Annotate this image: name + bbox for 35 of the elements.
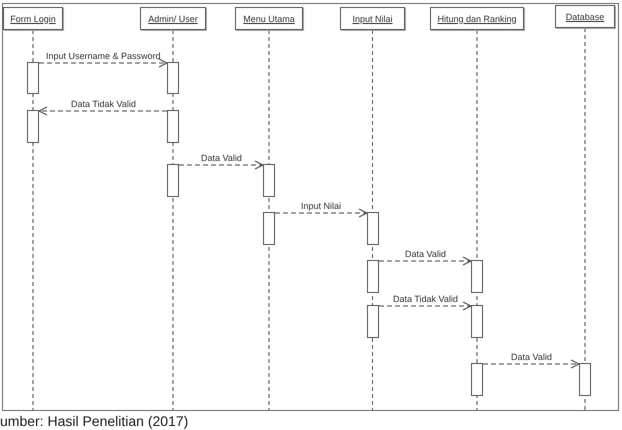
activation-bar bbox=[471, 260, 483, 293]
message-label: Data Valid bbox=[405, 249, 446, 259]
activation-bar bbox=[367, 305, 379, 338]
activation-bar bbox=[167, 164, 179, 197]
activation-bar bbox=[27, 62, 39, 94]
activation-bar bbox=[263, 164, 275, 197]
message-label: Data Tidak Valid bbox=[393, 294, 458, 304]
activation-bar bbox=[579, 363, 591, 396]
message-label: Data Tidak Valid bbox=[71, 99, 136, 109]
participant-box: Input Nilai bbox=[340, 7, 405, 30]
message-arrow bbox=[274, 208, 368, 218]
message-label: Input Username & Password bbox=[46, 51, 161, 61]
participant-box: Database bbox=[555, 5, 615, 28]
participant-box: Menu Utama bbox=[235, 7, 303, 30]
participant-box: Form Login bbox=[3, 7, 63, 30]
message-arrow bbox=[482, 359, 580, 369]
activation-bar bbox=[27, 110, 39, 143]
message-arrow bbox=[378, 301, 472, 311]
message-arrow bbox=[378, 256, 472, 266]
message-label: Input Nilai bbox=[301, 201, 342, 211]
participant-box: Admin/ User bbox=[140, 7, 206, 30]
message-label: Data Valid bbox=[511, 352, 552, 362]
activation-bar bbox=[167, 110, 179, 143]
activation-bar bbox=[167, 62, 179, 94]
message-label: Data Valid bbox=[201, 153, 242, 163]
message-arrow bbox=[38, 106, 168, 116]
activation-bar bbox=[263, 212, 275, 245]
message-arrow bbox=[178, 160, 264, 170]
activation-bar bbox=[471, 363, 483, 396]
activation-bar bbox=[471, 305, 483, 338]
activation-bar bbox=[367, 260, 379, 293]
activation-bar bbox=[367, 212, 379, 245]
participant-box: Hitung dan Ranking bbox=[430, 7, 524, 30]
message-arrow bbox=[38, 58, 168, 68]
caption: umber: Hasil Penelitian (2017) bbox=[0, 413, 188, 429]
